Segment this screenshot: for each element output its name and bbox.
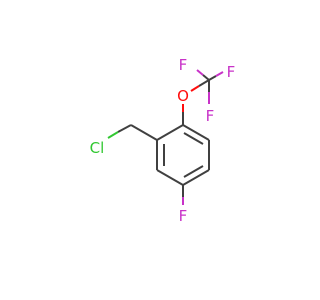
atom-label-f-ring: F	[179, 207, 188, 225]
ring-bond-c1-c2	[156, 124, 184, 141]
bond-ch2-cl-b	[107, 131, 119, 139]
molecule-structure-canvas: Cl O F F F F	[90, 56, 236, 225]
ring-bond-c5-c6	[156, 169, 184, 186]
atom-label-f-top: F	[179, 56, 188, 74]
ring-bond-c2-c3	[182, 124, 210, 141]
bond-ch2-cl-a	[117, 124, 132, 133]
bond-ring-ch2	[130, 124, 158, 141]
bond-cf3-f-right	[208, 75, 217, 81]
atom-label-f-right: F	[227, 63, 236, 81]
ring-bond-c4-c5	[182, 169, 210, 186]
bond-cf3-f-top-b	[196, 69, 204, 76]
ring-bond-c4-c5-inner	[183, 165, 204, 178]
atom-label-f-bottom: F	[206, 107, 215, 125]
atom-label-cl: Cl	[90, 139, 105, 157]
bond-cf3-f-top	[202, 74, 210, 81]
bond-o-cf3-b	[198, 79, 210, 87]
bond-o-cf3-a	[190, 85, 200, 92]
benzene-ring	[156, 124, 210, 186]
bond-cf3-f-right-b	[215, 71, 224, 77]
ring-bond-c2-c3-inner	[183, 132, 204, 145]
atom-label-o: O	[177, 87, 189, 105]
